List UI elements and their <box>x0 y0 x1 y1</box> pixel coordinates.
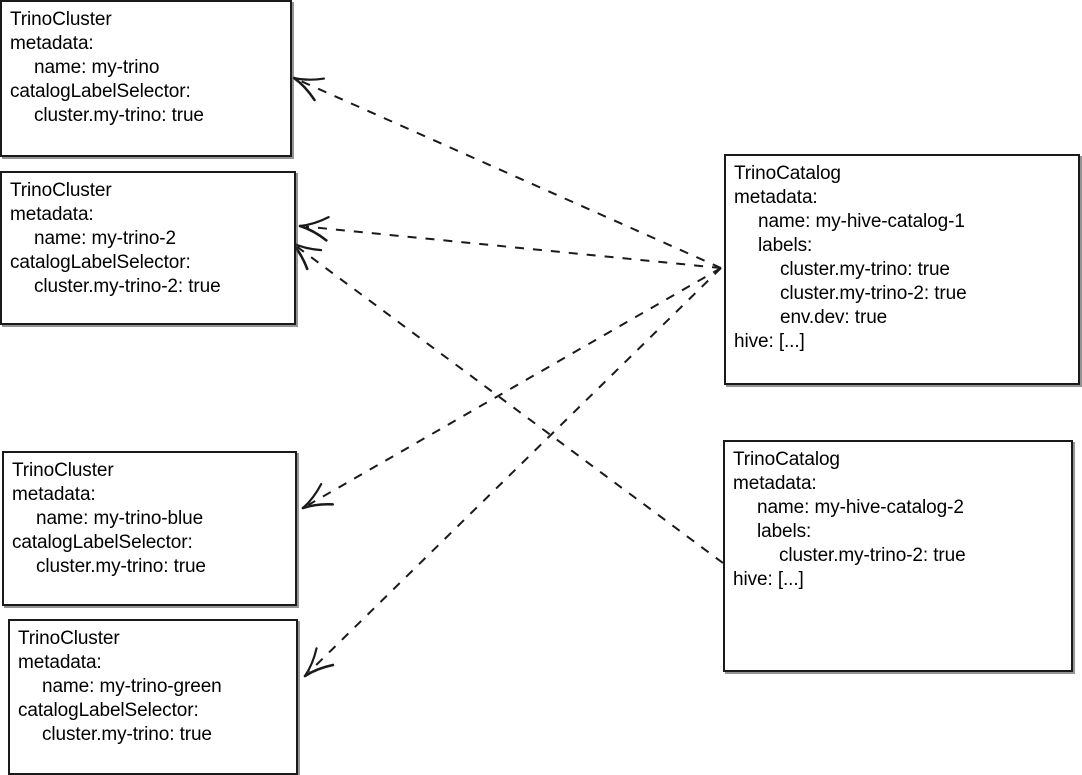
edge-arrowhead-barb <box>290 241 323 252</box>
node-field-line: catalogLabelSelector: <box>10 252 191 273</box>
edge-arrowhead-barb <box>292 76 316 102</box>
node-field-line: cluster.my-trino: true <box>36 556 206 577</box>
node-field-line: cluster.my-trino: true <box>42 724 212 745</box>
edge-arrowhead-barb <box>298 224 328 242</box>
node-field-line: name: my-trino-green <box>42 676 222 697</box>
node-cluster-my-trino-2[interactable]: TrinoCluster metadata: name: my-trino-2 cat… <box>0 171 296 325</box>
node-field-line: name: my-trino-2 <box>34 228 176 249</box>
node-kind-label: TrinoCluster <box>10 9 112 30</box>
node-field-line: catalogLabelSelector: <box>12 532 193 553</box>
node-field-line: metadata: <box>10 204 94 225</box>
node-kind-label: TrinoCatalog <box>733 449 840 470</box>
node-field-line: cluster.my-trino: true <box>780 259 950 280</box>
node-field-line: metadata: <box>10 33 94 54</box>
node-kind-label: TrinoCluster <box>12 460 114 481</box>
node-field-line: metadata: <box>734 187 818 208</box>
node-field-line: cluster.my-trino-2: true <box>34 276 221 297</box>
node-field-line: cluster.my-trino: true <box>34 105 204 126</box>
node-field-line: name: my-trino <box>34 57 160 78</box>
edge-shaft <box>299 79 722 269</box>
node-field-line: name: my-hive-catalog-1 <box>758 211 965 232</box>
node-field-line: metadata: <box>733 473 817 494</box>
node-catalog-my-hive-catalog-1[interactable]: TrinoCatalog metadata: name: my-hive-catal… <box>724 154 1080 385</box>
node-field-line: env.dev: true <box>780 307 888 328</box>
node-field-line: labels: <box>758 235 813 256</box>
edge-arrowhead-barb <box>298 216 330 228</box>
edge-shaft <box>305 225 722 269</box>
node-field-line: name: my-trino-blue <box>36 508 204 529</box>
node-cluster-my-trino[interactable]: TrinoCluster metadata: name: my-trino catal… <box>0 0 292 157</box>
edge-arrowhead-barb <box>292 76 326 81</box>
edge-shaft <box>308 267 722 673</box>
node-field-line: hive: [...] <box>734 331 805 352</box>
node-field-line: hive: [...] <box>733 569 804 590</box>
edge-shaft <box>307 267 722 506</box>
node-field-line: cluster.my-trino-2: true <box>780 283 967 304</box>
edge-catalog1-to-my-trino-green <box>303 267 722 678</box>
node-field-line: labels: <box>757 521 812 542</box>
node-cluster-my-trino-green[interactable]: TrinoCluster metadata: name: my-trino-gree… <box>8 619 298 775</box>
node-kind-label: TrinoCluster <box>10 180 112 201</box>
edge-catalog1-to-my-trino <box>292 76 722 269</box>
node-kind-label: TrinoCluster <box>18 628 120 649</box>
node-kind-label: TrinoCatalog <box>734 163 841 184</box>
edge-shaft <box>296 245 724 564</box>
edge-arrowhead-barb <box>301 502 335 510</box>
node-field-line: catalogLabelSelector: <box>18 700 199 721</box>
edge-arrowhead-barb <box>303 647 318 678</box>
node-field-line: cluster.my-trino-2: true <box>779 545 966 566</box>
node-cluster-my-trino-blue[interactable]: TrinoCluster metadata: name: my-trino-blue… <box>2 451 297 606</box>
edge-arrowhead-barb <box>301 483 323 510</box>
node-field-line: name: my-hive-catalog-2 <box>757 497 964 518</box>
node-field-line: metadata: <box>12 484 96 505</box>
edge-catalog1-to-my-trino-2 <box>298 216 722 269</box>
node-field-line: metadata: <box>18 652 102 673</box>
node-field-line: catalogLabelSelector: <box>10 81 191 102</box>
edge-catalog2-to-my-trino-2 <box>290 241 724 564</box>
edge-arrowhead-barb <box>303 663 335 678</box>
edge-catalog1-to-my-trino-blue <box>301 267 722 510</box>
node-catalog-my-hive-catalog-2[interactable]: TrinoCatalog metadata: name: my-hive-catal… <box>723 440 1073 672</box>
